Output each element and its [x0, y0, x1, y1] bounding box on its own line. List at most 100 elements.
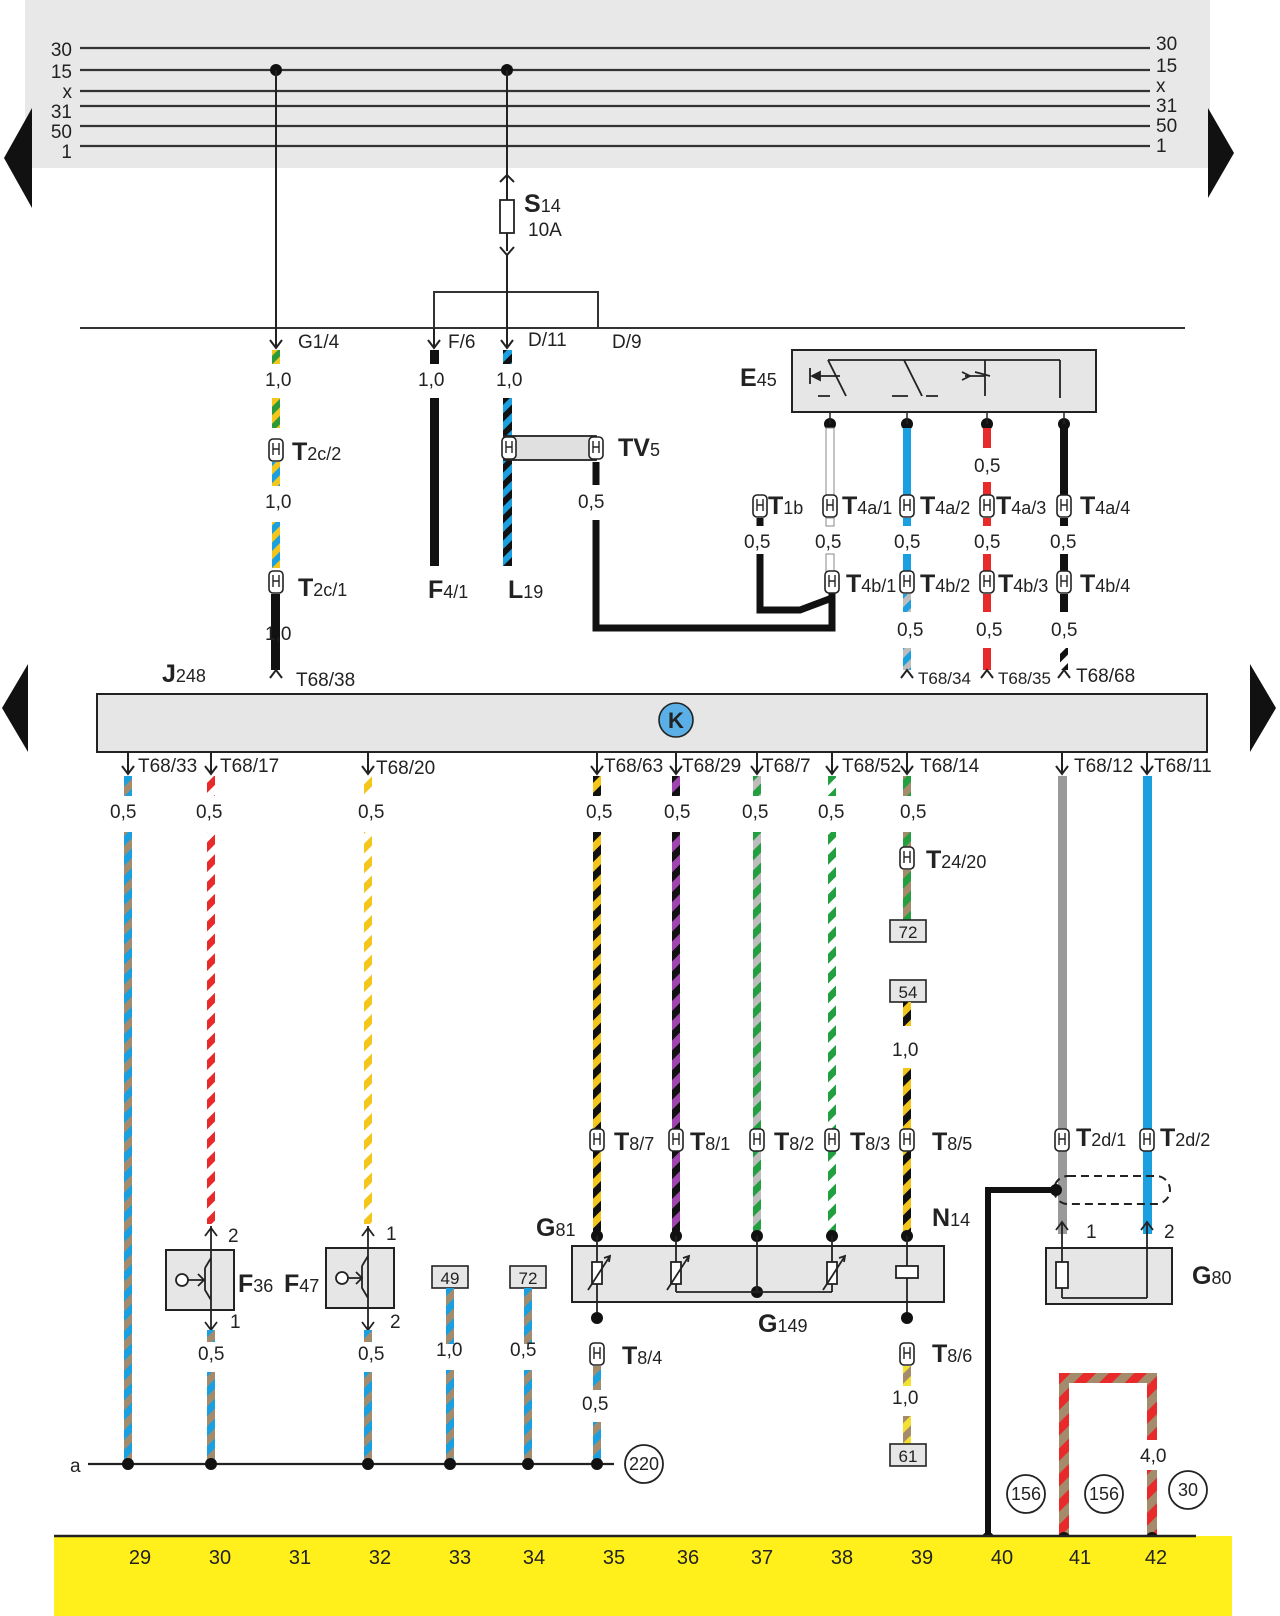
wire-shield-ground [985, 1187, 1056, 1538]
footer-col-35: 35 [603, 1547, 625, 1569]
rail-label-left-0: 30 [51, 40, 72, 61]
wire-gg-37b [753, 832, 761, 1132]
wire-blbr-35b [593, 1422, 601, 1462]
cs-b5: 0,5 [664, 802, 690, 823]
wire-rw-30b [207, 832, 215, 1224]
wire-blbr-34b [524, 1370, 532, 1462]
wire-e-w2 [825, 517, 835, 527]
wire-gg-37c [753, 1148, 761, 1232]
wire-e-b3 [1060, 554, 1068, 574]
rail-label-right-1: 15 [1156, 56, 1177, 77]
fusebox-arrows [269, 328, 514, 350]
cs-w1: 1,0 [265, 370, 291, 391]
ref-54: 54 [899, 983, 918, 1002]
t2c2-label: T2c/2 [292, 438, 341, 466]
footer-band [54, 1536, 1232, 1616]
t1b-label: T1b [768, 492, 803, 520]
footer-col-40: 40 [991, 1547, 1013, 1569]
f47-pin-bot: 2 [390, 1312, 401, 1333]
prev-page-arrow-top[interactable] [4, 108, 32, 208]
wire-blbr-30 [207, 1330, 215, 1342]
pin-t68-14: T68/14 [920, 756, 980, 777]
f36-switch [165, 1226, 235, 1332]
wire-t1b [756, 518, 834, 614]
t87-label: T8/7 [614, 1128, 654, 1156]
cs-e1: 0,5 [974, 456, 1000, 477]
f47-label: F47 [284, 1270, 319, 1298]
cs-w2: 1,0 [265, 492, 291, 513]
wire-e-r4 [983, 554, 991, 574]
wire-e-r2 [983, 482, 991, 500]
wire-by-39c [903, 1148, 911, 1232]
potentiometer-icons [587, 1236, 919, 1318]
circle-30-text: 30 [1178, 1480, 1198, 1500]
cs-s4: 1,0 [436, 1340, 462, 1361]
wire-gw-38c [828, 1148, 836, 1232]
next-page-arrow-mid[interactable] [1250, 664, 1276, 752]
ecu-k-icon [658, 702, 694, 738]
pin-t68-29: T68/29 [682, 756, 741, 777]
fusebox-bridge [433, 291, 599, 328]
wire-blue-41 [1143, 776, 1152, 1132]
ecu-j248 [96, 693, 1208, 753]
rail-label-right-3: 31 [1156, 96, 1177, 117]
t4b3-label: T4b/3 [998, 570, 1048, 598]
wire-gg-37 [753, 776, 761, 796]
footer-col-36: 36 [677, 1547, 699, 1569]
ref-61: 61 [899, 1447, 918, 1466]
footer-col-32: 32 [369, 1547, 391, 1569]
cs-e2: 0,5 [744, 532, 770, 553]
pin-t68-11: T68/11 [1154, 756, 1212, 777]
cs-e5: 0,5 [974, 532, 1000, 553]
footer-col-31: 31 [289, 1547, 311, 1569]
wire-yw-32b [364, 832, 372, 1224]
wire-l19 [503, 350, 512, 364]
prev-page-arrow-mid[interactable] [2, 664, 28, 752]
wire-blbr-32b [364, 1372, 372, 1462]
wire-e-r5 [983, 594, 991, 612]
cs-e6: 0,5 [1050, 532, 1076, 553]
ref-49: 49 [441, 1269, 460, 1288]
ref-72a: 72 [899, 923, 918, 942]
g149-label: G149 [758, 1310, 808, 1338]
tv5-label: TV5 [618, 434, 660, 462]
circle-220 [624, 1444, 664, 1484]
footer-col-38: 38 [831, 1547, 853, 1569]
next-page-arrow-top[interactable] [1208, 108, 1234, 198]
wire-e-bl1 [903, 428, 911, 500]
pin-t68-17: T68/17 [220, 756, 279, 777]
cs-n1: 1,0 [892, 1040, 918, 1061]
t4a1-label: T4a/1 [842, 492, 892, 520]
wire-brg-39 [903, 776, 911, 796]
wire-bl-br-29b [124, 832, 132, 1462]
cs-e4: 0,5 [894, 532, 920, 553]
footer-col-30: 30 [209, 1547, 231, 1569]
wire-bl-br-29 [124, 776, 132, 796]
wire-e-r6 [983, 648, 991, 670]
arrow-t68-38 [269, 668, 283, 679]
fuse-s14-rating: 10A [528, 220, 562, 241]
wire-e-grbl [903, 594, 911, 612]
circle-156b [1084, 1474, 1124, 1514]
circle-156b-text: 156 [1089, 1484, 1119, 1504]
cs-s3: 0,5 [358, 1344, 384, 1365]
wire-e-b1 [1060, 428, 1068, 500]
wire-yb-39b [903, 1416, 911, 1444]
footer-col-42: 42 [1145, 1547, 1167, 1569]
pin-t68-33: T68/33 [138, 756, 197, 777]
wire-l19-2 [503, 398, 512, 566]
wire-grey-40b [1058, 1148, 1067, 1234]
cs-b4: 0,5 [586, 802, 612, 823]
cs-e3: 0,5 [815, 532, 841, 553]
cs-w3: 1,0 [265, 624, 291, 645]
wire-tv5 [592, 462, 836, 632]
wire-blbr-35 [593, 1366, 601, 1390]
t4a3-label: T4a/3 [996, 492, 1046, 520]
cs-e8: 0,5 [976, 620, 1002, 641]
rail-label-left-4: 50 [51, 122, 72, 143]
f36-label: F36 [238, 1270, 273, 1298]
pin-d-9: D/9 [612, 332, 642, 353]
wire-bv-36b [672, 832, 680, 1132]
wire-bv-36 [672, 776, 680, 796]
cs-b3: 0,5 [358, 802, 384, 823]
